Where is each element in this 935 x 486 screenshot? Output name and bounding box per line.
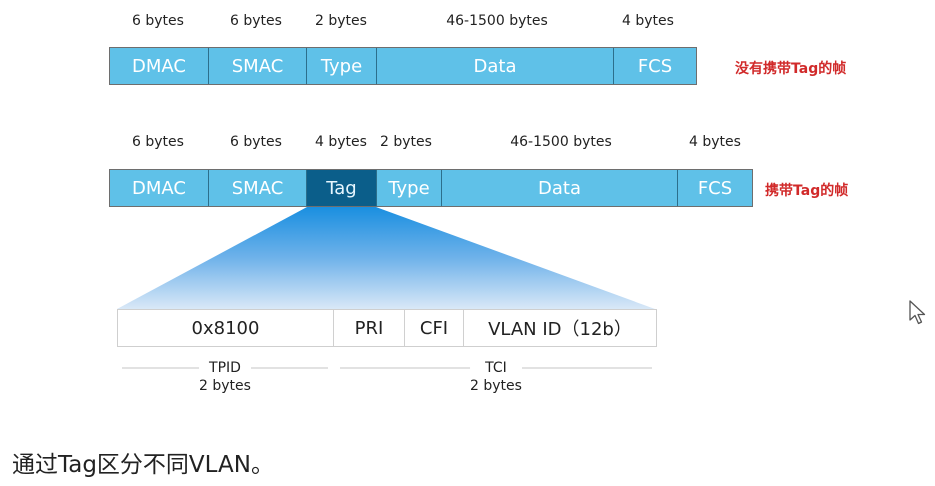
smac-size-label: 6 bytes xyxy=(230,134,282,150)
fcs-field: FCS xyxy=(614,48,696,84)
cfi-field: CFI xyxy=(405,310,464,346)
data-size-label: 46-1500 bytes xyxy=(510,134,612,150)
smac-field: SMAC xyxy=(209,48,307,84)
type-field: Type xyxy=(377,170,442,206)
type-size-label: 2 bytes xyxy=(315,13,367,29)
tci-size: 2 bytes xyxy=(470,378,522,394)
fcs-field: FCS xyxy=(678,170,752,206)
smac-field: SMAC xyxy=(209,170,307,206)
tag-field: Tag xyxy=(307,170,377,206)
untagged-frame-fields: DMAC SMAC Type Data FCS xyxy=(109,47,697,85)
tpid-value-field: 0x8100 xyxy=(118,310,334,346)
fcs-size-label: 4 bytes xyxy=(622,13,674,29)
data-field: Data xyxy=(442,170,678,206)
type-size-label: 2 bytes xyxy=(380,134,432,150)
tagged-frame-label: 携带Tag的帧 xyxy=(765,183,849,199)
tpid-name: TPID xyxy=(199,359,251,377)
dmac-size-label: 6 bytes xyxy=(132,134,184,150)
fcs-size-label: 4 bytes xyxy=(689,134,741,150)
data-field: Data xyxy=(377,48,614,84)
dmac-field: DMAC xyxy=(110,170,209,206)
mouse-pointer-icon xyxy=(909,300,926,325)
type-field: Type xyxy=(307,48,377,84)
caption-text: 通过Tag区分不同VLAN。 xyxy=(12,452,274,478)
dmac-field: DMAC xyxy=(110,48,209,84)
tag-detail-fields: 0x8100 PRI CFI VLAN ID（12b） xyxy=(117,309,657,347)
data-size-label: 46-1500 bytes xyxy=(446,13,548,29)
dmac-size-label: 6 bytes xyxy=(132,13,184,29)
untagged-frame-label: 没有携带Tag的帧 xyxy=(735,61,847,77)
tci-name: TCI xyxy=(470,359,522,377)
tag-size-label: 4 bytes xyxy=(315,134,367,150)
vlan-id-field: VLAN ID（12b） xyxy=(488,319,632,340)
pri-field: PRI xyxy=(334,310,405,346)
smac-size-label: 6 bytes xyxy=(230,13,282,29)
tci-label: TCI 2 bytes xyxy=(470,359,522,395)
tagged-frame-fields: DMAC SMAC Tag Type Data FCS xyxy=(109,169,753,207)
tpid-label: TPID 2 bytes xyxy=(199,359,251,395)
tpid-size: 2 bytes xyxy=(199,378,251,394)
